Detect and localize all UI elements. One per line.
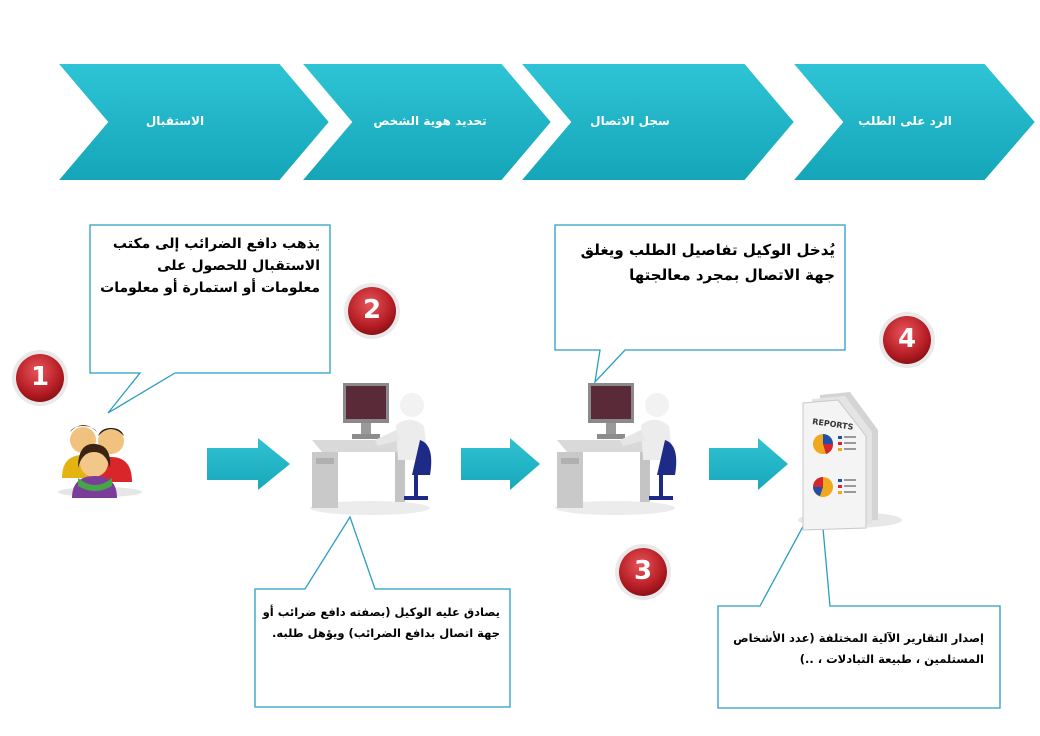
step-label-2: تحديد هوية الشخص <box>373 114 487 128</box>
chevron-step-1 <box>54 62 332 182</box>
callout-agent-verify-text: يصادق عليه الوكيل (بصفته دافع ضرائب أو ج… <box>262 605 500 640</box>
callout-agent-verify-box <box>254 515 511 708</box>
step-label-4: الرد على الطلب <box>858 114 952 128</box>
step-label-3: سجل الاتصال <box>590 114 670 128</box>
flow-arrow-1 <box>207 438 290 490</box>
callout-reports-text: إصدار التقارير الآلية المختلفة (عدد الأش… <box>733 631 984 666</box>
badge-4 <box>879 312 935 368</box>
chevron-step-3 <box>517 62 797 182</box>
callout-reports-box <box>717 492 1001 709</box>
badge-number-3: 3 <box>633 556 653 586</box>
chevron-step-4 <box>789 62 1038 182</box>
callout-agent-enter-box <box>554 224 846 384</box>
workstation-icon-1 <box>310 383 432 515</box>
badge-number-1: 1 <box>30 362 50 392</box>
people-icon <box>58 425 142 498</box>
badge-number-2: 2 <box>362 295 382 325</box>
badge-2 <box>344 283 400 339</box>
callout-taxpayer-text: يذهب دافع الضرائب إلى مكتب الاستقبال للح… <box>100 236 320 296</box>
badge-number-4: 4 <box>897 324 917 354</box>
flow-arrow-2 <box>461 438 540 490</box>
step-label-1: الاستقبال <box>145 114 205 128</box>
callout-taxpayer-box <box>89 224 331 414</box>
badge-1 <box>12 350 68 406</box>
callout-agent-enter-text: يُدخل الوكيل تفاصيل الطلب ويغلق جهة الات… <box>580 241 835 284</box>
reports-document-icon: REPORTS <box>798 392 902 531</box>
chevron-step-2 <box>298 62 554 182</box>
flow-arrow-3 <box>709 438 788 490</box>
badge-3 <box>615 544 671 600</box>
workstation-icon-2 <box>555 383 677 515</box>
